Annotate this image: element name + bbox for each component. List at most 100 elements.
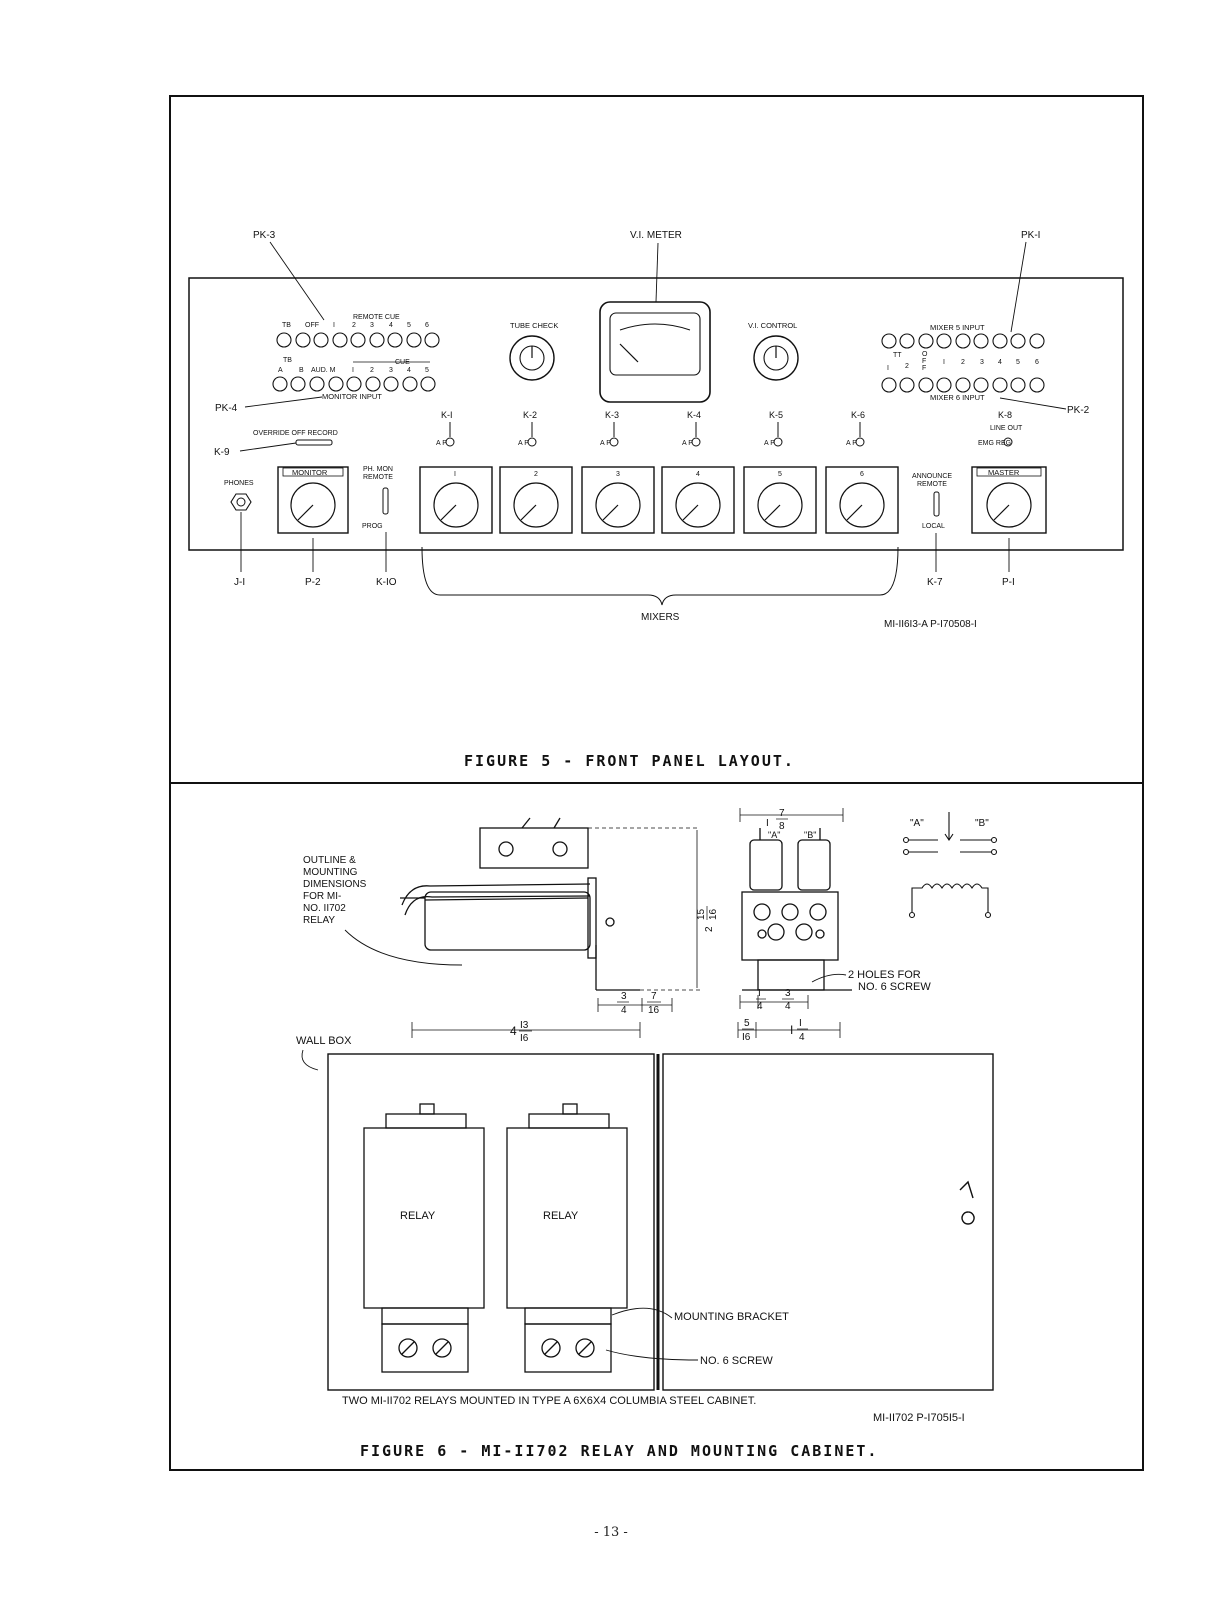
- monitor-input-label: MONITOR INPUT: [322, 392, 382, 401]
- monitor-pot: [277, 466, 349, 534]
- callout-pk1: PK-I: [1021, 230, 1040, 241]
- front-panel: [188, 277, 1124, 551]
- announce-remote-label: REMOTE: [917, 481, 947, 488]
- mixer-number: 2: [534, 471, 538, 478]
- jack-label: F: [922, 365, 926, 372]
- prog-label: PROG: [362, 523, 383, 530]
- note-line: FOR MI-: [303, 891, 341, 902]
- outline-note: OUTLINE & MOUNTING DIMENSIONS FOR MI- NO…: [303, 855, 367, 926]
- dim-text: 4: [510, 1024, 517, 1038]
- tb-label: TB: [283, 357, 292, 364]
- dim-text: 15: [696, 908, 707, 920]
- jack-label: 3: [389, 367, 393, 374]
- page-number: - 13 -: [594, 1525, 628, 1540]
- key-label: K-6: [851, 410, 865, 420]
- jack-label: 4: [407, 367, 411, 374]
- jack-label: TT: [893, 352, 902, 359]
- note-line: RELAY: [303, 915, 335, 926]
- wall-box-label: WALL BOX: [296, 1035, 352, 1047]
- override-off-record-label: OVERRIDE OFF RECORD: [253, 430, 338, 437]
- relay-unit: [506, 1103, 628, 1373]
- dim-text: 8: [779, 821, 785, 832]
- local-label: LOCAL: [922, 523, 945, 530]
- tube-check-label: TUBE CHECK: [510, 321, 558, 330]
- note-line: MOUNTING: [303, 867, 358, 878]
- holes-note-line2: NO. 6 SCREW: [858, 981, 931, 993]
- key-switch-label: A P: [600, 440, 611, 447]
- emg-reg-label: EMG REG: [978, 440, 1011, 447]
- key-label: K-3: [605, 410, 619, 420]
- row2-jack-labels: A B AUD. M I 2 3 4 5: [278, 367, 429, 374]
- holes-note-line1: 2 HOLES FOR: [848, 969, 921, 981]
- figure6-part-number: MI-II702 P-I705I5-I: [873, 1412, 965, 1424]
- dim-text: 3: [785, 988, 791, 999]
- jack-label: 4: [998, 359, 1002, 366]
- callout-vi-meter: V.I. METER: [630, 230, 682, 241]
- mixer-number: 4: [696, 471, 700, 478]
- callout-p1: P-I: [1002, 577, 1015, 588]
- note-line: OUTLINE &: [303, 855, 356, 866]
- mixer-number: 3: [616, 471, 620, 478]
- jack-label: 6: [1035, 359, 1039, 366]
- vi-control-knob: [753, 335, 799, 381]
- dim-text: I: [766, 818, 769, 829]
- dim-text: I: [799, 1018, 802, 1029]
- jack-label: OFF: [305, 322, 319, 329]
- dim-text: I3: [520, 1020, 529, 1031]
- dim-text: I6: [742, 1032, 751, 1043]
- relay-schematic: "A" "B": [902, 812, 998, 919]
- ph-mon-switch: [382, 487, 389, 515]
- mounting-bracket-label: MOUNTING BRACKET: [674, 1311, 789, 1323]
- jack-label: 2: [905, 363, 909, 370]
- dim-text: 16: [648, 1005, 660, 1016]
- dim-text: 4: [621, 1005, 627, 1016]
- mixer5-input-label: MIXER 5 INPUT: [930, 323, 985, 332]
- key-switch-label: A P: [436, 440, 447, 447]
- dim-text: 4: [785, 1001, 791, 1012]
- jack-label: A: [278, 367, 283, 374]
- dim-text: 4: [799, 1032, 805, 1043]
- callout-pk3: PK-3: [253, 230, 276, 241]
- jack-label: 4: [389, 322, 393, 329]
- jack-label: TB: [282, 322, 291, 329]
- figure5-caption: FIGURE 5 - FRONT PANEL LAYOUT.: [464, 752, 795, 770]
- note-line: DIMENSIONS: [303, 879, 367, 890]
- phones-label: PHONES: [224, 480, 254, 487]
- announce-label: ANNOUNCE: [912, 473, 952, 480]
- jack-label: I: [333, 322, 335, 329]
- ph-mon-remote-label: REMOTE: [363, 474, 393, 481]
- dim-text: 16: [708, 908, 719, 920]
- mixer-keys: K-I K-2 K-3 K-4 K-5 K-6 A P A P A P A P …: [436, 410, 865, 447]
- figure5-part-number: MI-II6I3-A P-I70508-I: [884, 619, 977, 630]
- mixer-number: I: [454, 471, 456, 478]
- steel-cabinet: [327, 1053, 994, 1391]
- jack-label: I: [352, 367, 354, 374]
- figure-5: PK-3 V.I. METER PK-I REMOTE CUE TB OFF I…: [188, 230, 1124, 770]
- dim-text: 4: [757, 1001, 763, 1012]
- jack-label: I: [887, 365, 889, 372]
- callout-k9: K-9: [214, 447, 230, 458]
- vi-meter: [599, 301, 711, 403]
- jack-label: 6: [425, 322, 429, 329]
- vi-control-label: V.I. CONTROL: [748, 321, 797, 330]
- monitor-label: MONITOR: [292, 468, 328, 477]
- dim-text: 3: [621, 991, 627, 1002]
- dim-text: 5: [744, 1018, 750, 1029]
- key-label: K-I: [441, 410, 453, 420]
- override-switch: [295, 439, 333, 446]
- relay-front-view: [741, 828, 852, 991]
- jack-label: B: [299, 367, 304, 374]
- relay-side-view: [400, 817, 640, 991]
- master-pot: [971, 466, 1047, 534]
- mixers-brace: [421, 546, 899, 606]
- monitor-input-jacks: [272, 376, 436, 392]
- mixer6-jacks: [881, 377, 1045, 393]
- k8-label: K-8: [998, 410, 1012, 420]
- note-line: NO. II702: [303, 903, 346, 914]
- figure6-caption: FIGURE 6 - MI-II702 RELAY AND MOUNTING C…: [360, 1442, 878, 1460]
- mixer-pots: [419, 466, 899, 534]
- contact-b-label: "B": [804, 830, 816, 840]
- cabinet-note: TWO MI-II702 RELAYS MOUNTED IN TYPE A 6X…: [342, 1395, 756, 1407]
- jack-label: 2: [352, 322, 356, 329]
